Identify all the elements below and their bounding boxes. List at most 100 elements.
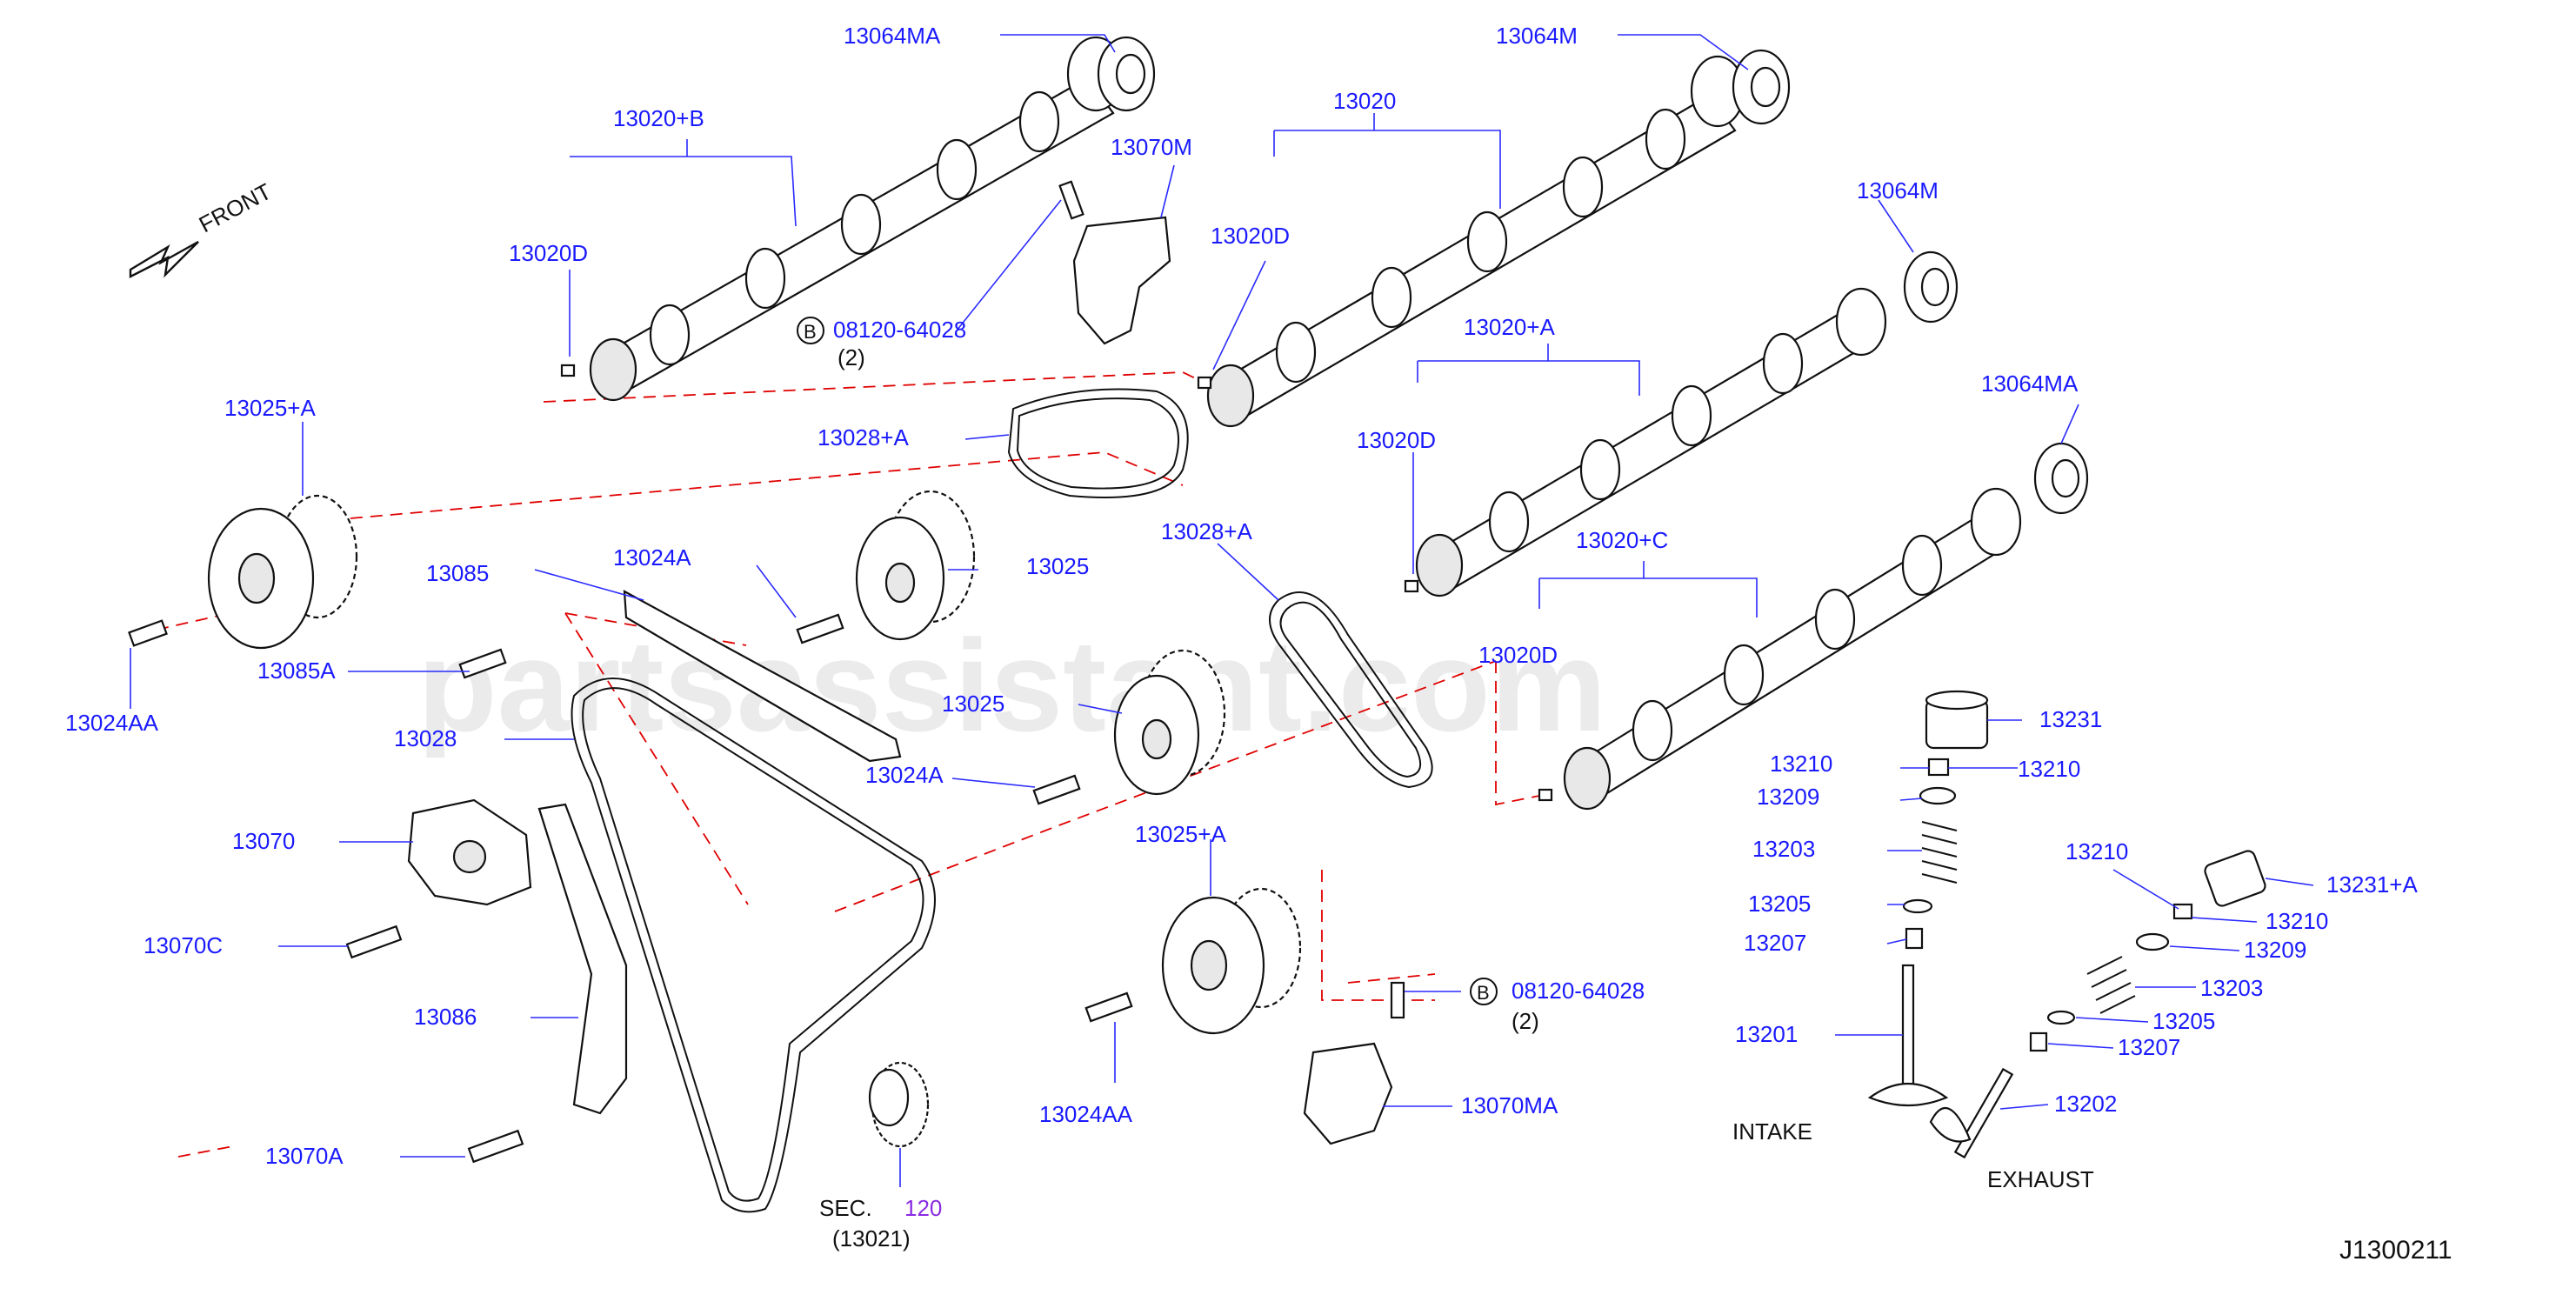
dowel-pin-b[interactable] <box>1197 376 1212 390</box>
lifter-13231A[interactable] <box>2203 849 2266 908</box>
spring-13203-b[interactable] <box>2086 956 2136 1014</box>
label-13020D-d[interactable]: 13020D <box>1478 642 1558 668</box>
label-13025A-top[interactable]: 13025+A <box>224 395 316 421</box>
seal-13064M-top[interactable] <box>1732 49 1791 125</box>
label-13070M[interactable]: 13070M <box>1111 134 1192 160</box>
label-13020[interactable]: 13020 <box>1333 88 1396 114</box>
seal-13064MA-top[interactable] <box>1097 36 1156 112</box>
label-13025-a[interactable]: 13025 <box>1026 553 1089 579</box>
label-13070C[interactable]: 13070C <box>143 932 223 958</box>
label-13020D-b[interactable]: 13020D <box>1211 223 1290 249</box>
leader-lines <box>130 34 2314 1187</box>
sprocket-13025-lower[interactable] <box>1113 649 1226 796</box>
label-13064MA-right[interactable]: 13064MA <box>1981 370 2079 397</box>
label-13028[interactable]: 13028 <box>394 725 457 751</box>
label-13064MA-top[interactable]: 13064MA <box>844 23 941 49</box>
seat-13205-a[interactable] <box>1902 898 1933 914</box>
seat-13205-b[interactable] <box>2046 1010 2076 1025</box>
seal-13064MA-right[interactable] <box>2033 442 2089 515</box>
label-13201[interactable]: 13201 <box>1735 1021 1798 1047</box>
slack-guide-13086[interactable] <box>537 803 628 1115</box>
valve-13202[interactable] <box>1929 1067 2014 1159</box>
label-13209-b[interactable]: 13209 <box>2244 937 2306 963</box>
label-13070A[interactable]: 13070A <box>265 1143 344 1169</box>
label-13205-b[interactable]: 13205 <box>2152 1008 2215 1034</box>
bolt-13024A-b[interactable] <box>1032 774 1081 805</box>
chain-13028A-upper[interactable] <box>1007 388 1189 498</box>
label-13024AA-a[interactable]: 13024AA <box>65 710 159 736</box>
seal-13207-a[interactable] <box>1905 927 1924 950</box>
label-13210-a[interactable]: 13210 <box>1770 751 1832 777</box>
keeper-13210-a[interactable] <box>1927 758 1950 777</box>
label-13070[interactable]: 13070 <box>232 828 295 854</box>
label-13028A-a[interactable]: 13028+A <box>818 424 909 451</box>
camshaft-13020A[interactable] <box>1415 287 1887 597</box>
label-13210-b[interactable]: 13210 <box>2018 756 2080 782</box>
label-13020B[interactable]: 13020+B <box>613 105 704 131</box>
sprocket-13025A-lower[interactable] <box>1161 887 1302 1035</box>
label-13028A-b[interactable]: 13028+A <box>1161 518 1252 544</box>
dowel-pin-a[interactable] <box>560 364 576 377</box>
lifter-13231[interactable] <box>1925 690 1989 750</box>
label-13024AA-b[interactable]: 13024AA <box>1039 1101 1133 1127</box>
label-13207-b[interactable]: 13207 <box>2118 1034 2180 1060</box>
camshaft-13020B[interactable] <box>589 36 1125 402</box>
label-13070MA[interactable]: 13070MA <box>1461 1092 1558 1118</box>
label-13209-a[interactable]: 13209 <box>1757 784 1819 810</box>
label-13024A-a[interactable]: 13024A <box>613 544 691 571</box>
dowel-pin-c[interactable] <box>1404 579 1419 593</box>
chain-guide-13085[interactable] <box>623 590 902 763</box>
label-13085[interactable]: 13085 <box>426 560 489 586</box>
spring-13203-a[interactable] <box>1921 821 1958 884</box>
label-13231A[interactable]: 13231+A <box>2326 871 2418 898</box>
label-13203-b[interactable]: 13203 <box>2200 975 2263 1001</box>
retainer-13209-a[interactable] <box>1919 786 1957 805</box>
label-13020A[interactable]: 13020+A <box>1464 314 1555 340</box>
tensioner-13070[interactable] <box>407 798 532 906</box>
valve-13070M[interactable] <box>1072 216 1171 345</box>
label-13231[interactable]: 13231 <box>2039 706 2102 732</box>
chain-13028A-lower[interactable] <box>1269 591 1433 789</box>
keeper-13210-c[interactable] <box>2172 903 2193 920</box>
label-13064M-mid[interactable]: 13064M <box>1857 177 1939 204</box>
label-08120-a[interactable]: 08120-64028 <box>833 317 966 343</box>
bolt-13024AA-b[interactable] <box>1084 991 1133 1023</box>
label-13210-c[interactable]: 13210 <box>2065 838 2128 864</box>
label-13202[interactable]: 13202 <box>2054 1091 2117 1117</box>
valve-13070MA[interactable] <box>1303 1042 1393 1145</box>
label-13025-b[interactable]: 13025 <box>942 691 1004 717</box>
valve-13201[interactable] <box>1867 964 1949 1107</box>
front-arrow-icon <box>129 240 199 278</box>
bolt-08120-b[interactable] <box>1390 981 1405 1019</box>
label-13085A[interactable]: 13085A <box>257 658 336 684</box>
label-13203-a[interactable]: 13203 <box>1752 836 1815 862</box>
retainer-13209-b[interactable] <box>2135 932 2170 951</box>
camshaft-13020C[interactable] <box>1563 487 2022 811</box>
label-sec-number[interactable]: 120 <box>904 1195 942 1221</box>
label-13086[interactable]: 13086 <box>414 1004 477 1030</box>
label-13205-a[interactable]: 13205 <box>1748 891 1811 917</box>
label-13020D-a[interactable]: 13020D <box>509 240 588 266</box>
sprocket-13025-upper[interactable] <box>855 490 976 641</box>
chain-13028[interactable] <box>571 678 936 1213</box>
label-13020C[interactable]: 13020+C <box>1576 527 1668 553</box>
label-13024A-b[interactable]: 13024A <box>865 762 944 788</box>
label-08120-b[interactable]: 08120-64028 <box>1512 978 1645 1004</box>
label-13020D-c[interactable]: 13020D <box>1357 427 1436 453</box>
dowel-pin-d[interactable] <box>1538 788 1553 802</box>
camshaft-13020[interactable] <box>1206 55 1745 428</box>
crank-sprocket[interactable] <box>868 1061 930 1148</box>
label-13210-d[interactable]: 13210 <box>2266 908 2328 934</box>
label-13064M-top[interactable]: 13064M <box>1496 23 1578 49</box>
seal-13064M-mid[interactable] <box>1903 250 1959 324</box>
sprocket-13025A-left[interactable] <box>207 494 358 650</box>
label-13207-a[interactable]: 13207 <box>1744 930 1806 956</box>
bolt-13024A-a[interactable] <box>796 613 844 644</box>
bolt-08120-a[interactable] <box>1058 180 1084 220</box>
label-13025A-b[interactable]: 13025+A <box>1135 821 1226 847</box>
seal-13207-b[interactable] <box>2029 1031 2048 1052</box>
bolt-13070C[interactable] <box>345 925 403 959</box>
bolt-13070A[interactable] <box>467 1129 524 1164</box>
bolt-13024AA-a[interactable] <box>128 619 168 647</box>
